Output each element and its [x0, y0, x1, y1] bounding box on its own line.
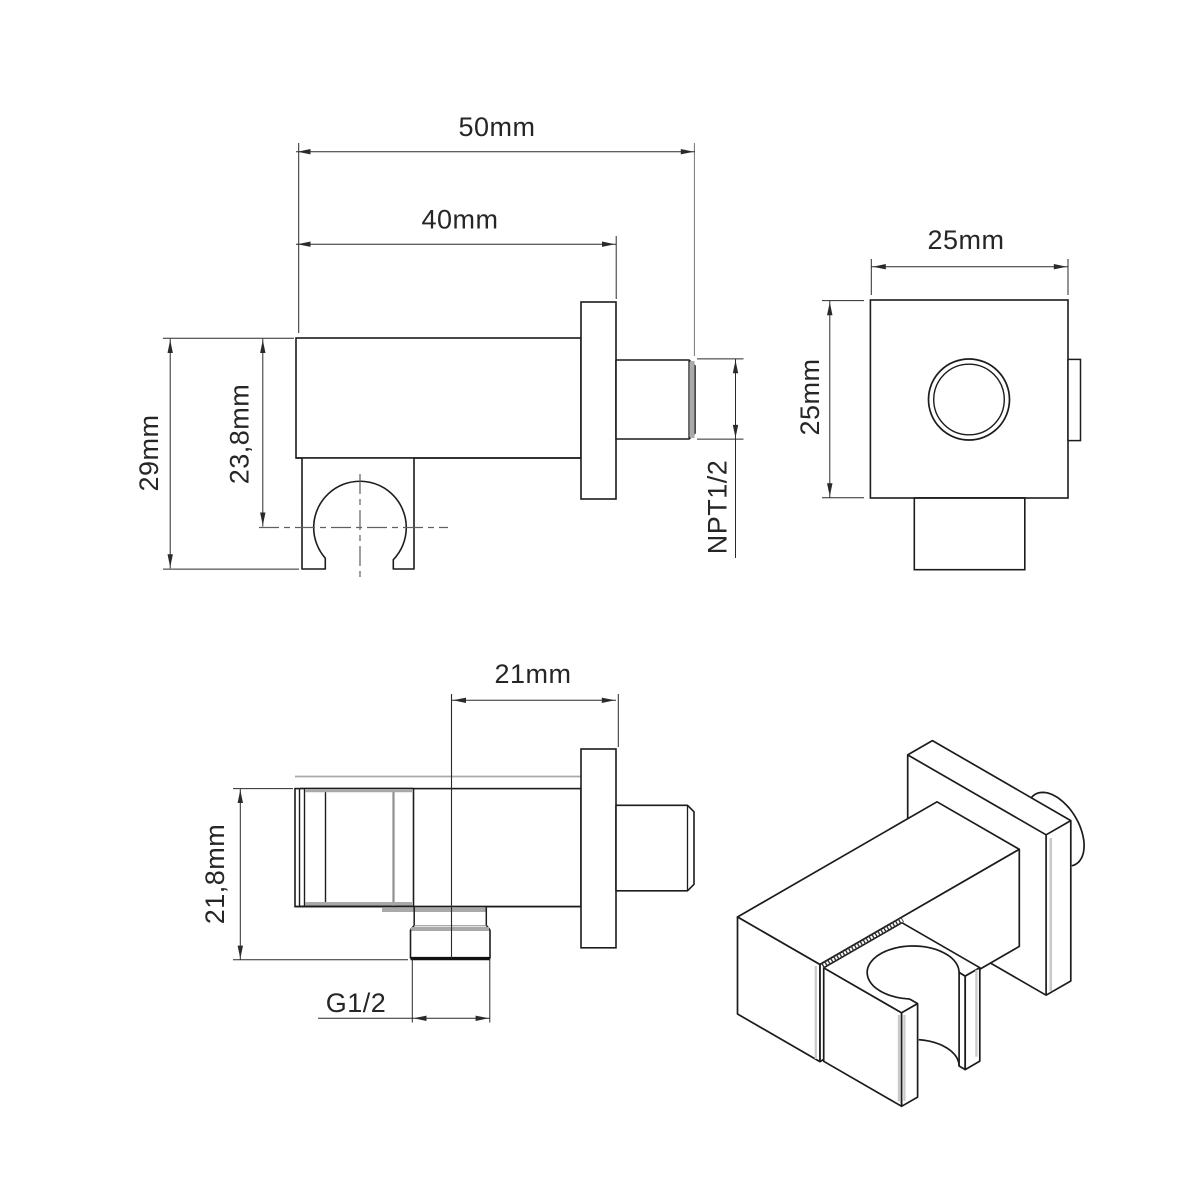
svg-text:50mm: 50mm — [458, 112, 535, 142]
svg-text:40mm: 40mm — [421, 205, 498, 235]
svg-text:23,8mm: 23,8mm — [225, 384, 255, 485]
svg-text:21mm: 21mm — [494, 659, 571, 689]
svg-text:25mm: 25mm — [927, 225, 1004, 255]
svg-text:25mm: 25mm — [795, 358, 825, 435]
svg-text:29mm: 29mm — [134, 414, 164, 491]
svg-text:G1/2: G1/2 — [326, 988, 387, 1018]
svg-text:21,8mm: 21,8mm — [200, 824, 230, 925]
svg-text:NPT1/2: NPT1/2 — [703, 460, 733, 555]
